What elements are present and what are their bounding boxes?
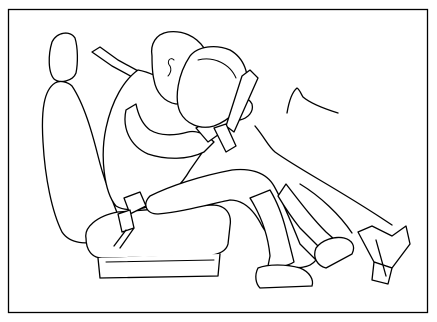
- border: [7, 8, 429, 314]
- seat-belt-lap: [113, 191, 147, 249]
- steering-wheel-icon: [213, 69, 259, 153]
- dashboard-icon: [254, 87, 393, 234]
- airbag-icon: [176, 45, 248, 128]
- pedal-icon: [357, 225, 411, 285]
